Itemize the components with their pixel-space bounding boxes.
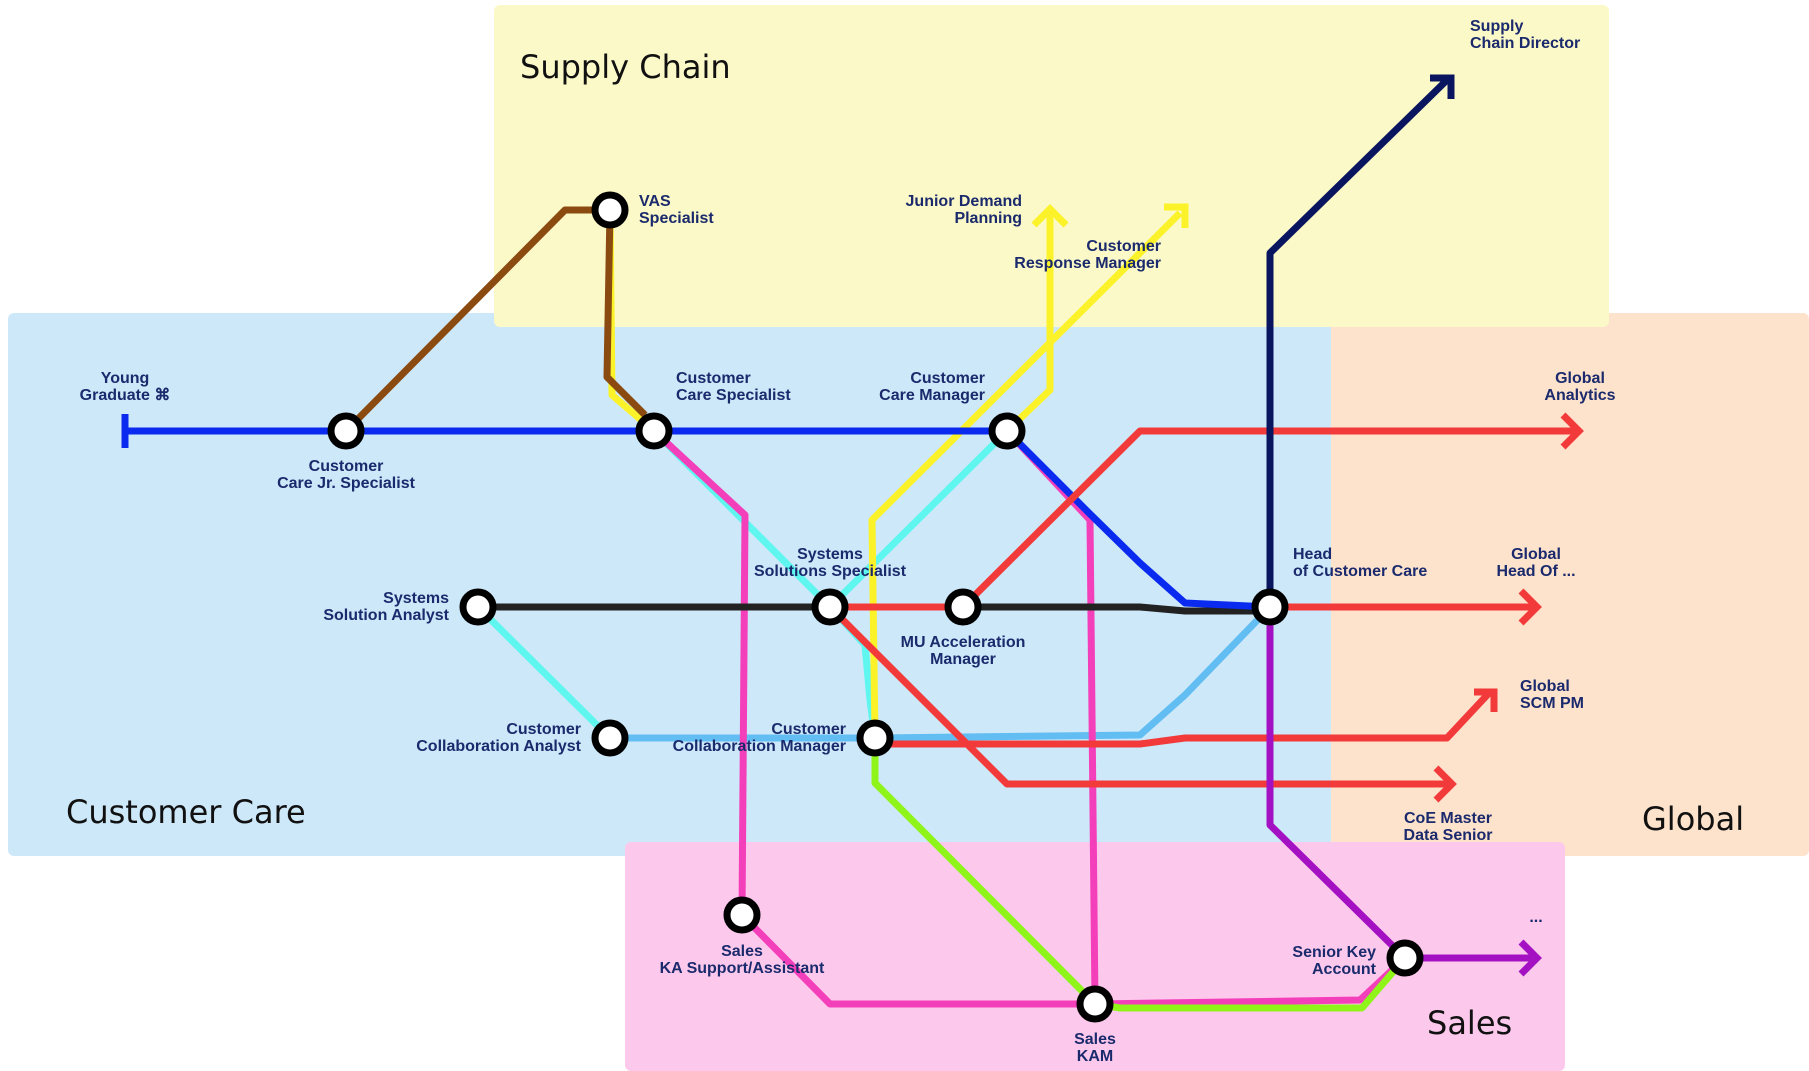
arrow-red-coe <box>1433 765 1457 803</box>
station-systems-solution-analyst[interactable] <box>459 588 497 626</box>
station-sales-ka-support[interactable] <box>723 896 761 934</box>
station-cc-collab-manager[interactable] <box>856 719 894 757</box>
line-red-scm <box>875 689 1493 748</box>
arrow-red-head <box>1518 588 1542 626</box>
stations <box>327 191 1424 1023</box>
line-yellow-2 <box>868 210 1183 739</box>
line-cyan <box>475 604 613 741</box>
region-global-bg <box>1331 313 1809 856</box>
station-systems-solutions-specialist[interactable] <box>811 588 849 626</box>
region-label-global: Global <box>1642 800 1744 838</box>
station-cc-analyst[interactable] <box>591 719 629 757</box>
region-label-sales: Sales <box>1427 1004 1512 1042</box>
line-purple <box>1266 607 1533 962</box>
arrow-yellow-response <box>1164 203 1189 228</box>
metro-lines <box>121 74 1584 1012</box>
arrow-red-analytics <box>1560 412 1584 450</box>
arrow-yellow-junior <box>1031 204 1069 228</box>
arrow-purple <box>1518 939 1542 977</box>
station-senior-key-account[interactable] <box>1386 939 1424 977</box>
line-red-coe <box>827 604 1448 788</box>
line-red-analytics <box>960 427 1575 610</box>
region-label-supply-chain: Supply Chain <box>520 48 731 86</box>
region-supply-chain-bg <box>494 5 1609 327</box>
station-head-customer-care[interactable] <box>1251 588 1289 626</box>
line-black <box>478 603 1270 615</box>
label-more: ... <box>1529 909 1542 926</box>
station-cc-specialist[interactable] <box>635 412 673 450</box>
station-vas-specialist[interactable] <box>591 191 629 229</box>
station-cc-manager[interactable] <box>988 412 1026 450</box>
station-sales-kam[interactable] <box>1076 985 1114 1023</box>
line-blue <box>125 427 1271 611</box>
station-cc-jr-specialist[interactable] <box>327 412 365 450</box>
region-label-customer-care: Customer Care <box>66 793 306 831</box>
station-mu-acceleration[interactable] <box>944 588 982 626</box>
line-light-blue <box>610 604 1273 742</box>
arrow-navy <box>1430 74 1455 99</box>
arrow-red-scm <box>1474 688 1498 712</box>
line-cyan-3 <box>827 428 1010 610</box>
line-navy <box>1266 77 1450 607</box>
